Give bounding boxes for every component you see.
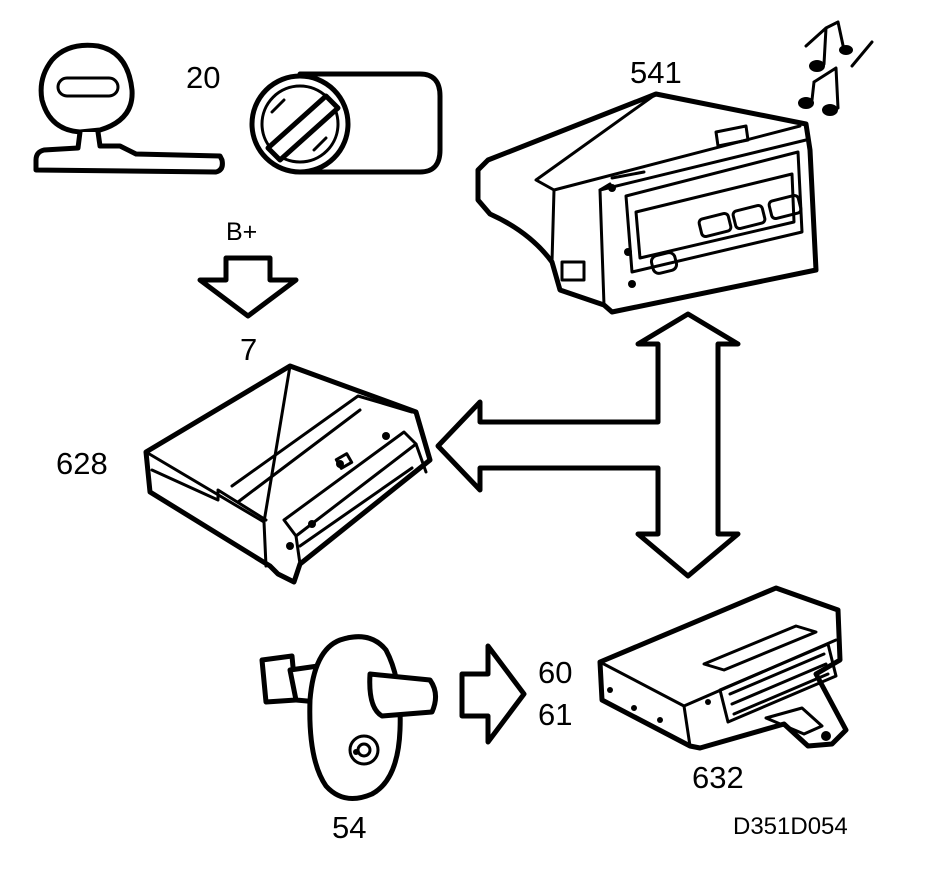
label-fuse: 7 bbox=[240, 332, 258, 367]
label-ignition-key: 20 bbox=[186, 60, 221, 95]
key-icon bbox=[33, 42, 225, 175]
music-notes-icon bbox=[798, 20, 874, 116]
label-cd-changer: 628 bbox=[56, 446, 108, 481]
control-module-unit bbox=[597, 585, 849, 751]
cd-changer-unit bbox=[143, 363, 433, 585]
battery-feed-arrow bbox=[197, 255, 299, 319]
door-switch-unit bbox=[259, 634, 438, 801]
switch-signal-arrow bbox=[459, 643, 527, 745]
label-control-module: 632 bbox=[692, 760, 744, 795]
label-connector-b: 61 bbox=[538, 697, 573, 732]
radio-unit bbox=[475, 91, 819, 315]
label-battery: B+ bbox=[226, 218, 258, 246]
bus-arrow bbox=[435, 311, 741, 579]
drawing-reference: D351D054 bbox=[733, 813, 848, 840]
label-radio: 541 bbox=[630, 55, 682, 90]
label-connector-a: 60 bbox=[538, 655, 573, 690]
lock-cylinder-icon bbox=[249, 71, 443, 175]
label-door-switch: 54 bbox=[332, 810, 367, 845]
